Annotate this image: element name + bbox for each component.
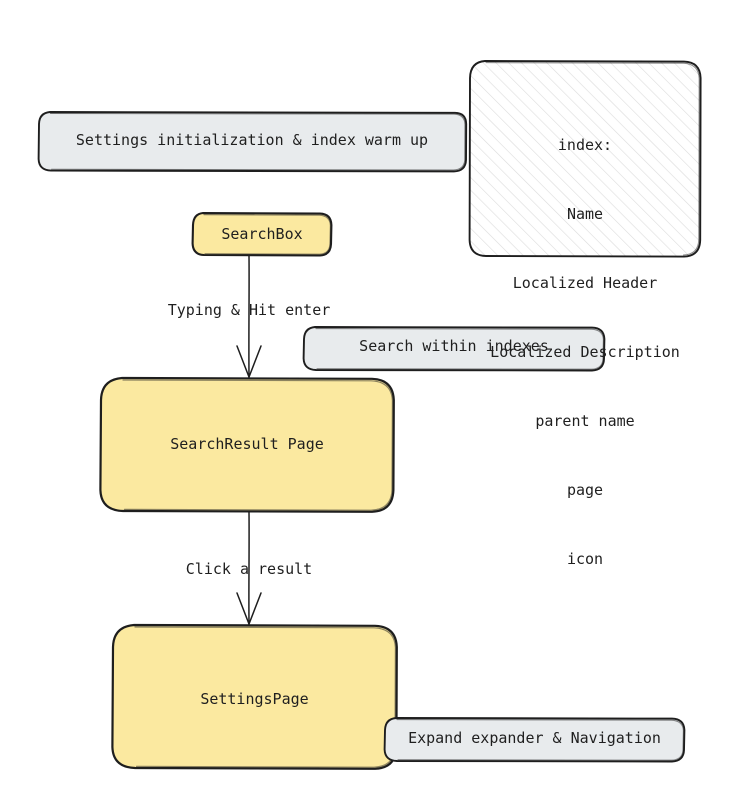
edge-typing-hit-enter <box>236 255 262 378</box>
index-line-0: index: <box>557 136 613 154</box>
node-searchbox-label: SearchBox <box>221 225 303 243</box>
tag-search-within-indexes-label: Search within indexes <box>359 337 549 355</box>
node-settingspage-label: SettingsPage <box>200 690 309 708</box>
tag-settings-initialization-label: Settings initialization & index warm up <box>75 131 429 149</box>
index-line-6: icon <box>566 550 604 568</box>
index-line-3: Localized Description <box>490 343 680 361</box>
edge-typing-hit-enter-label: Typing & Hit enter <box>167 301 331 319</box>
index-schema-lines: index: Name Localized Header Localized D… <box>470 88 700 617</box>
tag-expand-expander-navigation-label: Expand expander & Navigation <box>408 729 661 747</box>
node-settingspage[interactable] <box>111 623 398 770</box>
index-line-2: Localized Header <box>512 274 658 292</box>
index-schema-box <box>468 60 702 258</box>
index-line-1: Name <box>566 205 604 223</box>
edge-click-a-result-label: Click a result <box>185 560 313 578</box>
edge-click-a-result <box>236 511 262 625</box>
index-line-5: page <box>566 481 604 499</box>
tag-search-within-indexes <box>302 326 606 372</box>
node-searchresult-page[interactable] <box>99 376 395 513</box>
index-line-4: parent name <box>535 412 635 430</box>
tag-expand-expander-navigation <box>383 717 686 763</box>
node-searchbox[interactable] <box>191 211 333 257</box>
tag-settings-initialization <box>37 111 468 173</box>
node-searchresult-page-label: SearchResult Page <box>170 435 324 453</box>
